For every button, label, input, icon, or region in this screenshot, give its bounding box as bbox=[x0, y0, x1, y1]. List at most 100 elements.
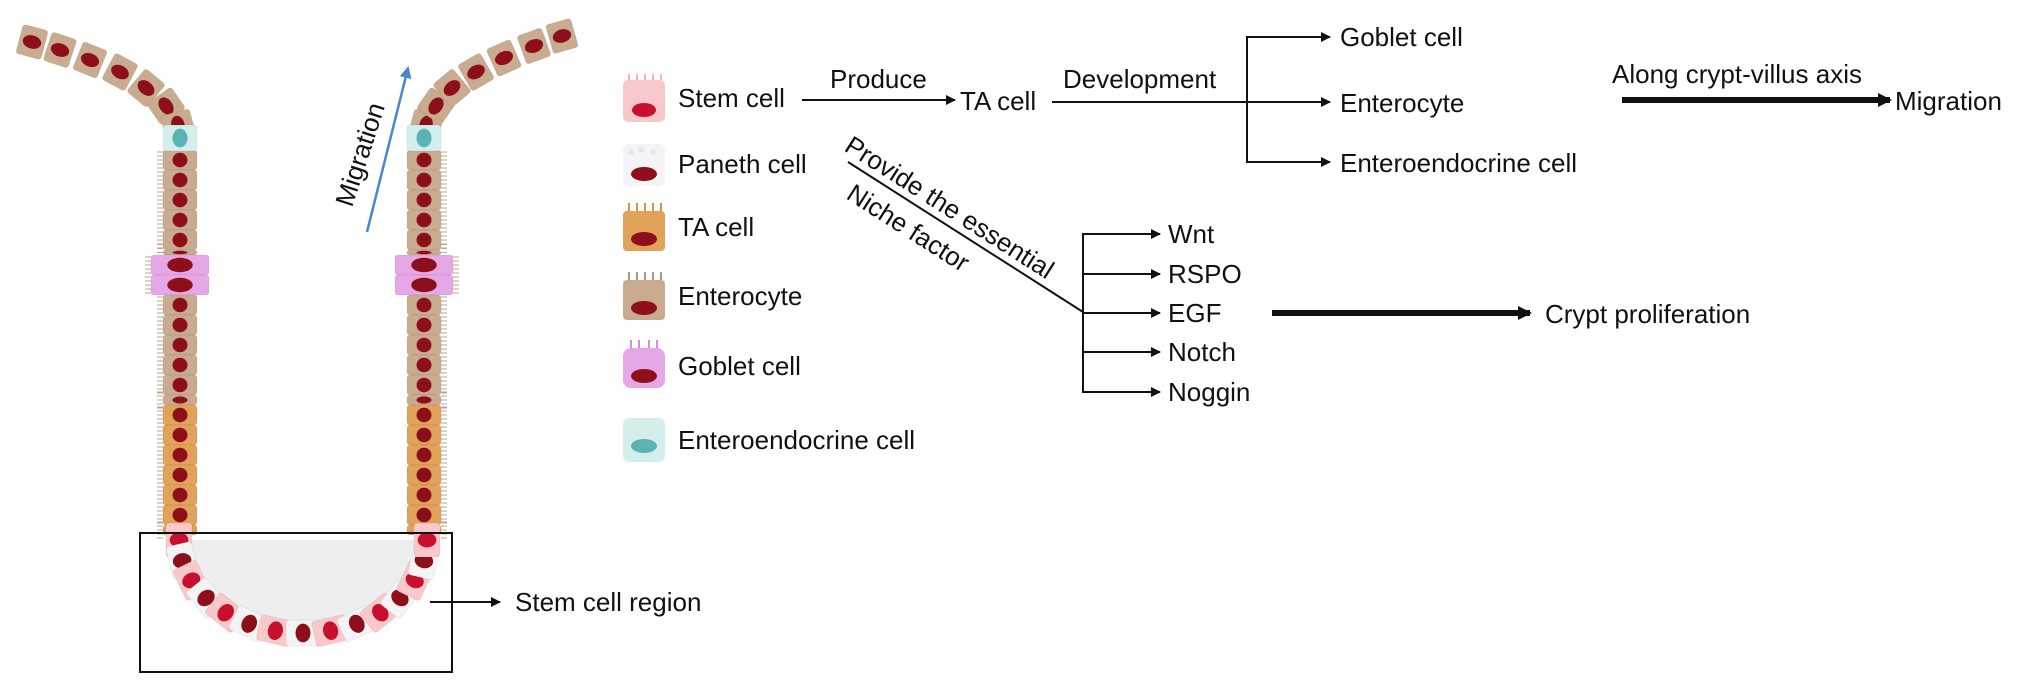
development-target-enterocyte: Enterocyte bbox=[1340, 88, 1464, 118]
niche-factor-egf: EGF bbox=[1168, 298, 1221, 328]
ta-cell bbox=[162, 504, 198, 526]
enterocyte-cell bbox=[127, 68, 165, 108]
enterocyte-icon bbox=[623, 272, 665, 320]
enteroendocrine-cell bbox=[162, 124, 198, 152]
ta-cell bbox=[162, 484, 198, 506]
legend-item-paneth: Paneth cell bbox=[623, 144, 807, 186]
niche-factor-wnt: Wnt bbox=[1168, 219, 1215, 249]
ta-cell bbox=[406, 444, 442, 466]
enterocyte-cell bbox=[406, 374, 442, 396]
ta-cell bbox=[406, 484, 442, 506]
goblet-cell-icon bbox=[623, 340, 665, 388]
enteroendocrine-cell-icon bbox=[623, 418, 665, 462]
niche-diagonal-line bbox=[847, 161, 1084, 313]
enterocyte-cell bbox=[162, 334, 198, 356]
enterocyte-cell bbox=[406, 229, 442, 251]
legend-label-enteroendocrine: Enteroendocrine cell bbox=[678, 425, 915, 455]
enterocyte-cell bbox=[162, 354, 198, 376]
legend-label-stem: Stem cell bbox=[678, 83, 785, 113]
legend-item-enterocyte: Enterocyte bbox=[623, 272, 802, 320]
enterocyte-cell bbox=[162, 189, 198, 211]
enterocyte-cell bbox=[406, 189, 442, 211]
enterocyte-cell bbox=[162, 229, 198, 251]
enterocyte-cell bbox=[406, 334, 442, 356]
stem-cell-icon bbox=[623, 74, 665, 122]
crypt-illustration: Migration Stem cell region bbox=[15, 18, 701, 673]
niche-factor-rspo: RSPO bbox=[1168, 259, 1242, 289]
legend-label-ta: TA cell bbox=[678, 212, 754, 242]
enterocyte-cell bbox=[162, 374, 198, 396]
enterocyte-cell bbox=[162, 314, 198, 336]
crypt-wall-right bbox=[394, 124, 459, 539]
enterocyte-cell bbox=[545, 18, 579, 54]
legend-label-enterocyte: Enterocyte bbox=[678, 281, 802, 311]
legend-item-goblet: Goblet cell bbox=[623, 340, 801, 388]
legend-item-enteroendocrine: Enteroendocrine cell bbox=[623, 418, 915, 462]
ta-cell bbox=[406, 504, 442, 526]
enterocyte-cell bbox=[15, 24, 49, 60]
goblet-cell bbox=[394, 254, 454, 276]
along-axis-label: Along crypt-villus axis bbox=[1612, 59, 1862, 89]
enterocyte-cell bbox=[162, 169, 198, 191]
paneth-cell-icon bbox=[623, 144, 665, 186]
stem-region-label: Stem cell region bbox=[515, 587, 701, 617]
enterocyte-cell bbox=[457, 53, 495, 91]
ta-cell-node: TA cell bbox=[960, 86, 1036, 116]
legend-label-paneth: Paneth cell bbox=[678, 149, 807, 179]
legend-item-stem: Stem cell bbox=[623, 74, 785, 122]
ta-cell bbox=[406, 404, 442, 426]
cell-legend: Stem cell Paneth cell TA cell bbox=[623, 74, 915, 462]
enterocyte-cell bbox=[406, 149, 442, 171]
crypt-lumen bbox=[194, 150, 412, 640]
enterocyte-cell bbox=[433, 68, 471, 108]
enterocyte-cell bbox=[406, 314, 442, 336]
goblet-cell bbox=[394, 274, 454, 296]
enterocyte-cell bbox=[43, 31, 77, 69]
stem-region-lumen bbox=[190, 540, 416, 625]
niche-factor-noggin: Noggin bbox=[1168, 377, 1250, 407]
crypt-proliferation-label: Crypt proliferation bbox=[1545, 299, 1750, 329]
ta-cell bbox=[406, 464, 442, 486]
enterocyte-cell bbox=[516, 27, 552, 65]
crypt-base bbox=[165, 522, 441, 648]
enterocyte-cell bbox=[162, 149, 198, 171]
migration-arrow bbox=[365, 66, 412, 233]
goblet-cell bbox=[150, 274, 210, 296]
enterocyte-cell bbox=[406, 209, 442, 231]
enterocyte-cell bbox=[162, 394, 198, 406]
enterocyte-cell bbox=[72, 41, 108, 79]
enterocyte-cell bbox=[406, 294, 442, 316]
ta-cell bbox=[406, 424, 442, 446]
enterocyte-cell bbox=[162, 209, 198, 231]
ta-cell bbox=[162, 444, 198, 466]
produce-label: Produce bbox=[830, 64, 927, 94]
enterocyte-cell bbox=[162, 294, 198, 316]
goblet-cell bbox=[150, 254, 210, 276]
enterocyte-cell bbox=[406, 169, 442, 191]
enterocyte-cell bbox=[162, 249, 198, 256]
enterocyte-cell bbox=[406, 249, 442, 256]
development-target-enteroendocrine: Enteroendocrine cell bbox=[1340, 148, 1577, 178]
stem-cell bbox=[256, 614, 295, 648]
paneth-cell bbox=[285, 619, 321, 647]
enterocyte-cell bbox=[486, 39, 522, 77]
niche-factor-notch: Notch bbox=[1168, 337, 1236, 367]
stem-cell bbox=[413, 522, 441, 558]
lineage-flow: Produce TA cell Development Goblet cell … bbox=[802, 22, 2002, 407]
crypt-wall-left bbox=[145, 124, 210, 539]
legend-label-goblet: Goblet cell bbox=[678, 351, 801, 381]
enterocyte-cell bbox=[406, 354, 442, 376]
villus-left bbox=[15, 24, 196, 142]
enterocyte-cell bbox=[406, 394, 442, 406]
ta-cell bbox=[162, 404, 198, 426]
development-label: Development bbox=[1063, 64, 1217, 94]
ta-cell-icon bbox=[623, 203, 665, 251]
migration-flow-label: Migration bbox=[1895, 86, 2002, 116]
villus-right bbox=[408, 18, 579, 142]
ta-cell bbox=[162, 464, 198, 486]
enteroendocrine-cell bbox=[406, 124, 442, 152]
enterocyte-cell bbox=[102, 53, 138, 91]
legend-item-ta: TA cell bbox=[623, 203, 754, 251]
ta-cell bbox=[162, 424, 198, 446]
